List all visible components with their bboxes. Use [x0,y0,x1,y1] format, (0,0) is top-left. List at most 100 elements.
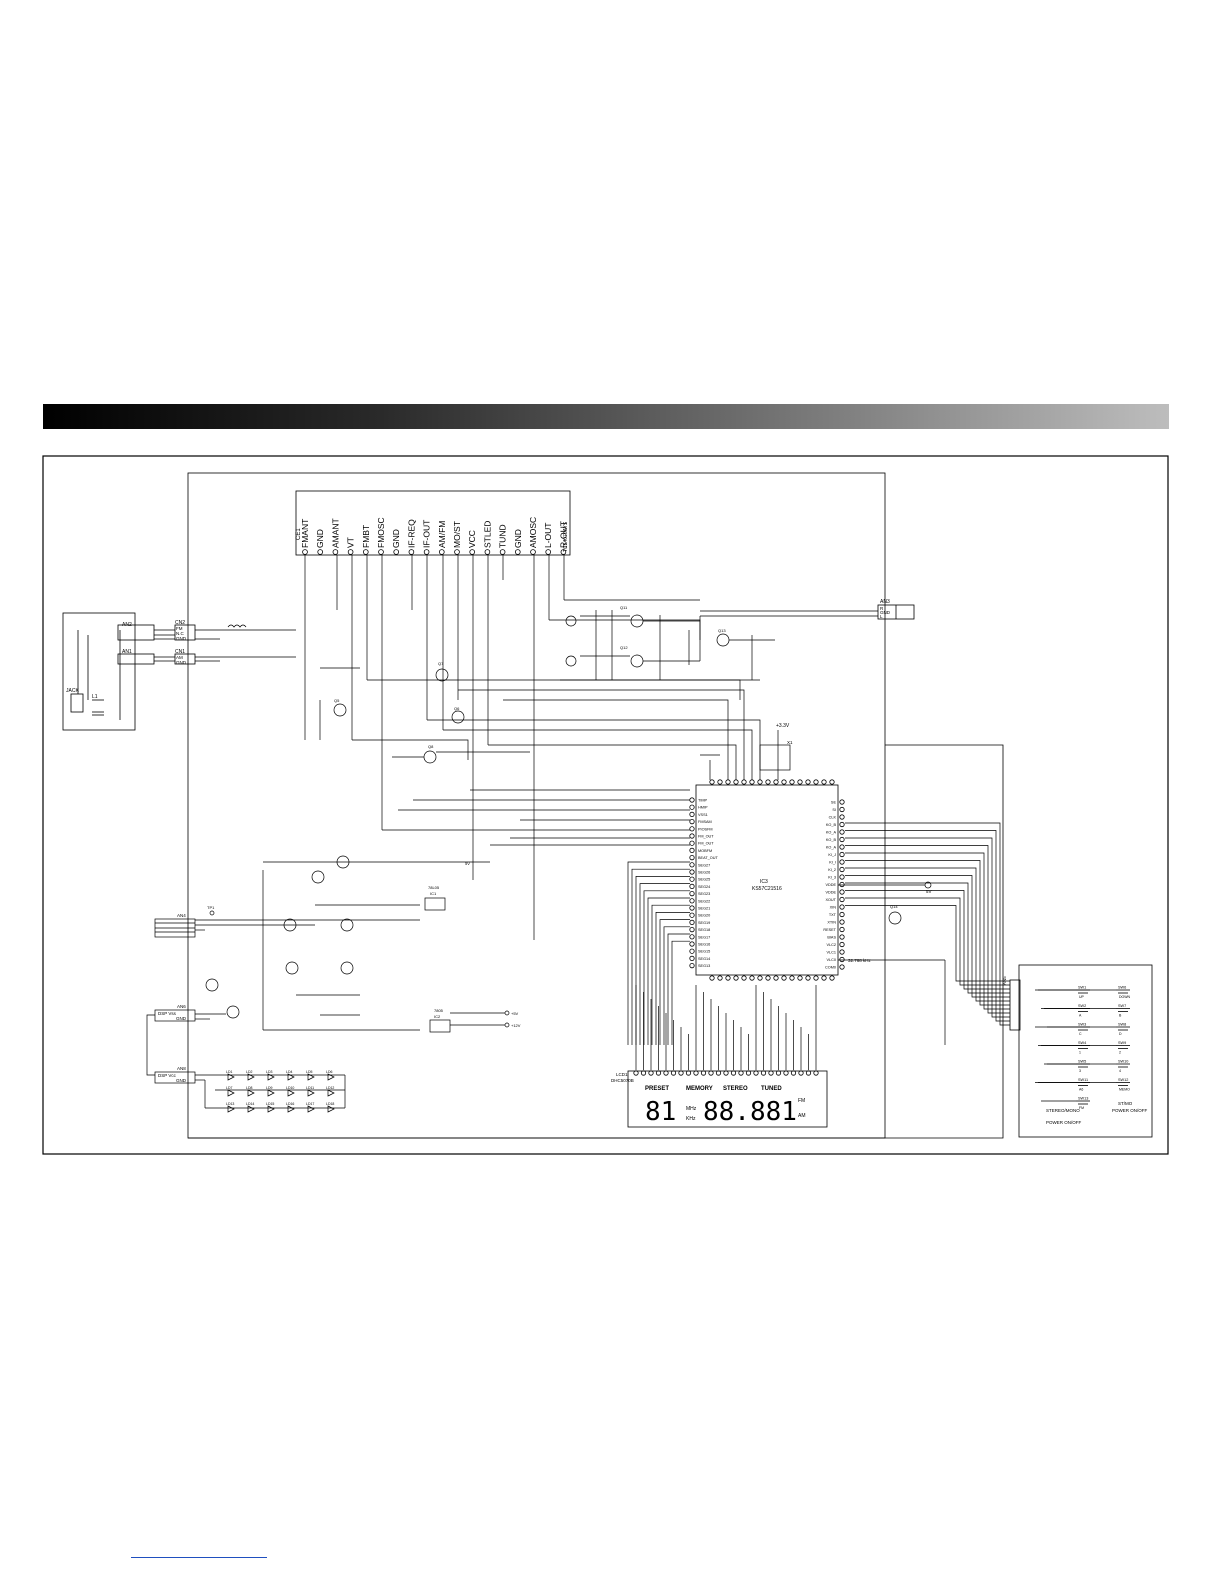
an8-gnd: GND [176,1078,187,1083]
mcu-pin-label: XOUT [825,898,836,902]
led-diode [287,1089,295,1097]
cn2-pin-nc: N.C [176,631,185,636]
lcd-pin [648,1070,654,1076]
led-diode [267,1073,275,1081]
lcd-display: LCD1 DHC5070B PRESET MEMORY STEREO TUNED… [611,1070,828,1128]
lcd-pin [715,1070,722,1076]
mcu-pin-label: SEG14 [698,957,710,961]
mcu-pin-label: KI_J [828,853,836,857]
mcu-pin-label: PIOSFM [698,827,713,831]
lcd-pin [813,1070,819,1076]
led-label: LD16 [286,1102,294,1106]
mcu-pin [689,955,695,962]
lcd-frequency-digits: 88.881 [703,1097,797,1127]
mcu-pin [709,779,715,785]
mcu-pin [689,797,695,803]
an4-label: AN4 [177,913,186,918]
q14-label: Q14 [890,904,898,909]
mcu-pin [689,934,695,940]
mcu-pin [839,941,845,948]
an3-connector: AN3 R GND L [877,599,915,620]
mcu-pin [839,859,845,865]
keypad-switch-grid: SW1UPSW6DOWNSW2ASW7BSW3CSW8DSW41SW92SW53… [1035,986,1131,1110]
lcd-preset-digits: 81 [645,1097,676,1127]
led-label: LD1 [226,1070,232,1074]
mcu-pin [839,806,845,813]
led-label: LD15 [266,1102,274,1106]
module-pin-label: STLED [482,521,492,548]
mcu-pin-label: SEG25 [698,878,710,882]
led-diode [227,1089,235,1097]
mcu-pin [805,975,811,981]
keypad-bus-line [845,867,1010,1002]
mcu-pin [733,975,739,981]
mcu-pin [765,779,771,785]
an6-gnd: GND [176,1016,187,1021]
module-pin [393,549,400,555]
lcd-pin [745,1070,752,1076]
mcu-pin [829,975,835,981]
mcu-5v-label: 5V [926,889,932,894]
lcd-bus-line [663,926,690,1045]
ic2-label: IC2 [434,1014,441,1019]
lcd-pin [723,1070,729,1076]
x1-label: X1 [787,740,793,745]
led-diode [227,1105,235,1113]
keypad-box: AN5 SW1UPSW6DOWNSW2ASW7BSW3CSW8DSW41SW92… [1002,964,1153,1138]
module-pin [302,549,308,555]
mcu-pin-label: SEG17 [698,935,710,939]
keypad-bus-line [845,845,1010,1014]
power-onoff-label-2: POWER ON/OFF [1112,1108,1147,1113]
module-pin [378,549,384,555]
mcu-pin [689,926,695,933]
mcu-pin-label: FM_OUT [698,842,714,846]
keypad-key-label: A6 [1079,1088,1083,1092]
lcd-pin [700,1070,707,1076]
q13-label: Q13 [718,628,726,633]
keypad-key-label: FM [1079,1106,1084,1110]
keypad-bus-line [845,852,1010,1010]
q6-label: Q6 [454,706,460,711]
lcd-mhz-label: MHz [686,1106,697,1112]
module-pin-label: GND [315,529,325,548]
mcu-pin [839,821,845,828]
lcd-bus-line [667,933,690,1045]
keypad-switch-label: SW7 [1118,1004,1126,1008]
power-control-section: AN4 TP1 IC1 78L05 IC2 7805 +5V +12V 5V [154,855,521,1033]
an8-label: AN8 [177,1066,186,1071]
mcu-pin [765,975,771,981]
mcu-pin-label: SEG22 [698,899,710,903]
lcd-pin [708,1070,714,1076]
module-pin [347,549,354,555]
mcu-pin [733,779,739,785]
lcd-pin [768,1070,774,1076]
mcu-pin-label: VDDE [825,891,836,895]
module-pin-label: FMBT [361,525,371,548]
keypad-key-label: C [1079,1032,1082,1036]
mcu-pin [805,779,811,785]
module-pin [454,549,460,555]
mcu-left-pins: TIMPHMIPVSS1FMSAMPIOSFMFM_OUTFM_OUTMOBFM… [689,797,718,969]
mcu-pin [741,975,747,981]
lcd-bus-line [635,876,690,1045]
lcd-pin [805,1070,812,1076]
mcu-pin-label: SEG21 [698,907,710,911]
keypad-key-label: A [1079,1014,1082,1018]
l1-label: L1 [92,694,98,700]
module-pin [408,549,415,555]
power-onoff-label: POWER ON/OFF [1046,1120,1081,1125]
board-outline-extension [188,744,1004,1139]
cn2-connector: CN2 CN1 FM N.C GND AM GND [117,620,296,665]
mcu-pin [689,826,695,832]
front-end-transistors: Q7 Q5 Q6 Q8 [319,661,530,764]
led-label: LD17 [306,1102,314,1106]
ic1-label: IC1 [430,891,437,896]
mcu-pin-label: VLC2 [827,943,837,947]
mcu-pin [839,904,845,910]
lcd-pin [663,1070,669,1076]
q11-label: Q11 [620,605,628,610]
led-diode [247,1105,255,1113]
an3-pin-r: R [880,606,884,611]
